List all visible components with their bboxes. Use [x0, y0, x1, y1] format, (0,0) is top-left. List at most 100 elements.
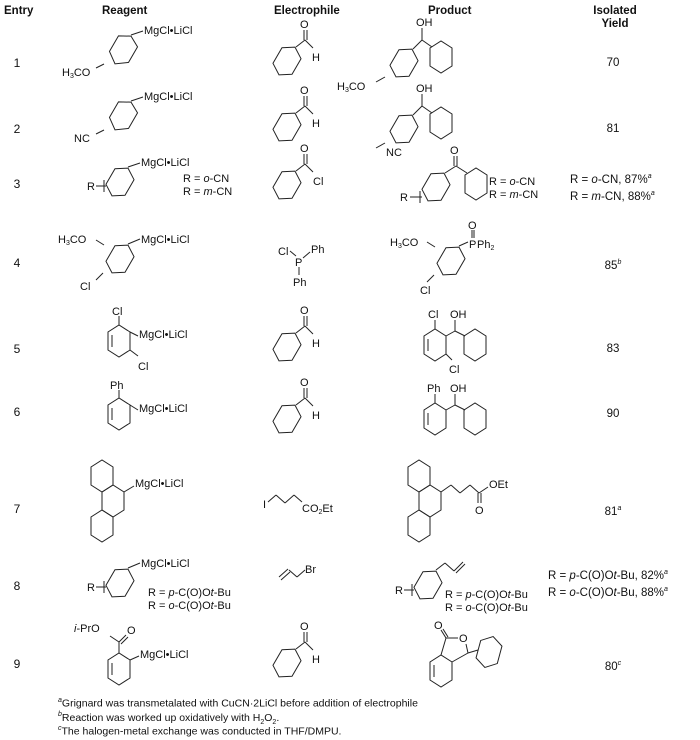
- svg-text:H3CO: H3CO: [390, 237, 419, 250]
- svg-text:Br: Br: [305, 564, 316, 576]
- svg-text:O: O: [127, 625, 136, 637]
- svg-text:O: O: [300, 85, 309, 97]
- svg-text:H3CO: H3CO: [337, 81, 366, 94]
- yield-cell-7: 81a: [604, 505, 622, 518]
- svg-text:MgCl•LiCl: MgCl•LiCl: [140, 649, 188, 661]
- svg-text:OH: OH: [450, 309, 467, 321]
- svg-text:OH: OH: [450, 383, 467, 395]
- svg-text:Ph2: Ph2: [477, 239, 494, 252]
- svg-text:OEt: OEt: [489, 479, 508, 491]
- svg-text:MgCl•LiCl: MgCl•LiCl: [139, 329, 187, 341]
- svg-text:R = o-CN: R = o-CN: [489, 176, 535, 188]
- svg-text:R: R: [87, 582, 95, 594]
- svg-text:Ph: Ph: [293, 277, 306, 289]
- header-reagent: Reagent: [102, 5, 148, 17]
- entry-number: 7: [13, 502, 21, 516]
- svg-text:NC: NC: [386, 147, 402, 159]
- svg-text:O: O: [300, 377, 309, 389]
- svg-text:O: O: [475, 505, 484, 517]
- svg-text:Cl: Cl: [138, 361, 148, 373]
- header-entry: Entry: [4, 5, 34, 17]
- svg-text:R = o-C(O)Ot-Bu: R = o-C(O)Ot-Bu: [445, 602, 528, 614]
- svg-text:H3CO: H3CO: [58, 234, 87, 247]
- header-product: Product: [428, 5, 472, 17]
- svg-text:P: P: [469, 239, 476, 251]
- svg-text:MgCl•LiCl: MgCl•LiCl: [141, 558, 189, 570]
- svg-text:O: O: [300, 19, 309, 31]
- svg-text:MgCl•LiCl: MgCl•LiCl: [141, 157, 189, 169]
- yield-cell-1: 70: [606, 57, 620, 69]
- header-electrophile: Electrophile: [274, 5, 340, 17]
- svg-text:NC: NC: [74, 133, 90, 145]
- entry-number: 8: [13, 579, 21, 593]
- svg-text:Cl: Cl: [428, 309, 438, 321]
- svg-text:R = p-C(O)Ot-Bu: R = p-C(O)Ot-Bu: [148, 587, 231, 599]
- entry-number: 5: [13, 342, 21, 356]
- svg-text:MgCl•LiCl: MgCl•LiCl: [139, 403, 187, 415]
- svg-text:R: R: [87, 181, 95, 193]
- svg-text:O: O: [468, 220, 477, 232]
- svg-text:R = m-CN: R = m-CN: [183, 186, 232, 198]
- entry-number: 3: [13, 177, 21, 191]
- header-yield-line2: Yield: [601, 18, 629, 30]
- svg-text:O: O: [434, 620, 443, 632]
- yield-cell-8: R = p-C(O)Ot-Bu, 82%a R = o-C(O)Ot-Bu, 8…: [548, 569, 668, 599]
- svg-text:H: H: [312, 118, 320, 130]
- entry-number: 4: [13, 256, 21, 270]
- svg-text:MgCl•LiCl: MgCl•LiCl: [141, 234, 189, 246]
- svg-text:OH: OH: [416, 17, 433, 29]
- svg-text:P: P: [295, 257, 302, 269]
- svg-text:Cl: Cl: [420, 285, 430, 297]
- svg-text:Ph: Ph: [311, 244, 324, 256]
- svg-text:R = o-C(O)Ot-Bu: R = o-C(O)Ot-Bu: [148, 600, 231, 612]
- svg-text:Ph: Ph: [110, 380, 123, 392]
- svg-text:Ph: Ph: [427, 383, 440, 395]
- svg-text:Cl: Cl: [80, 281, 90, 293]
- svg-text:O: O: [300, 621, 309, 633]
- svg-text:R = o-CN: R = o-CN: [183, 173, 229, 185]
- svg-text:Cl: Cl: [112, 306, 122, 318]
- entry-number: 2: [13, 122, 21, 136]
- footnote-c: cThe halogen-metal exchange was conducte…: [58, 725, 342, 738]
- entry-number: 6: [13, 405, 21, 419]
- header-yield: Isolated Yield: [580, 5, 650, 31]
- yield-cell-2: 81: [606, 123, 620, 135]
- svg-text:I: I: [263, 499, 266, 511]
- svg-text:H: H: [312, 52, 320, 64]
- svg-text:O: O: [300, 305, 309, 317]
- footnote-b: bReaction was worked up oxidatively with…: [58, 711, 280, 726]
- svg-text:Cl: Cl: [278, 246, 288, 258]
- svg-text:O: O: [300, 143, 309, 155]
- svg-text:i-PrO: i-PrO: [74, 623, 100, 635]
- yield-cell-9: 80c: [604, 660, 622, 673]
- yield-cell-4: 85b: [604, 259, 622, 272]
- entry-number: 9: [13, 657, 21, 671]
- svg-text:H: H: [312, 654, 320, 666]
- yield-cell-3: R = o-CN, 87%a R = m-CN, 88%a: [570, 173, 655, 203]
- svg-text:O: O: [459, 633, 468, 645]
- entry-number: 1: [13, 56, 21, 70]
- svg-text:R: R: [400, 192, 408, 204]
- svg-text:R: R: [395, 585, 403, 597]
- svg-text:CO2Et: CO2Et: [302, 503, 333, 516]
- svg-text:R = m-CN: R = m-CN: [489, 189, 538, 201]
- svg-text:H3CO: H3CO: [62, 67, 91, 80]
- header-yield-line1: Isolated: [593, 5, 637, 17]
- svg-text:MgCl•LiCl: MgCl•LiCl: [144, 91, 192, 103]
- svg-text:Cl: Cl: [449, 364, 459, 376]
- svg-text:O: O: [450, 145, 459, 157]
- svg-text:MgCl•LiCl: MgCl•LiCl: [135, 478, 183, 490]
- svg-text:Cl: Cl: [313, 176, 323, 188]
- svg-text:R = p-C(O)Ot-Bu: R = p-C(O)Ot-Bu: [445, 589, 528, 601]
- svg-text:MgCl•LiCl: MgCl•LiCl: [144, 25, 192, 37]
- yield-cell-6: 90: [606, 408, 620, 420]
- svg-text:H: H: [312, 338, 320, 350]
